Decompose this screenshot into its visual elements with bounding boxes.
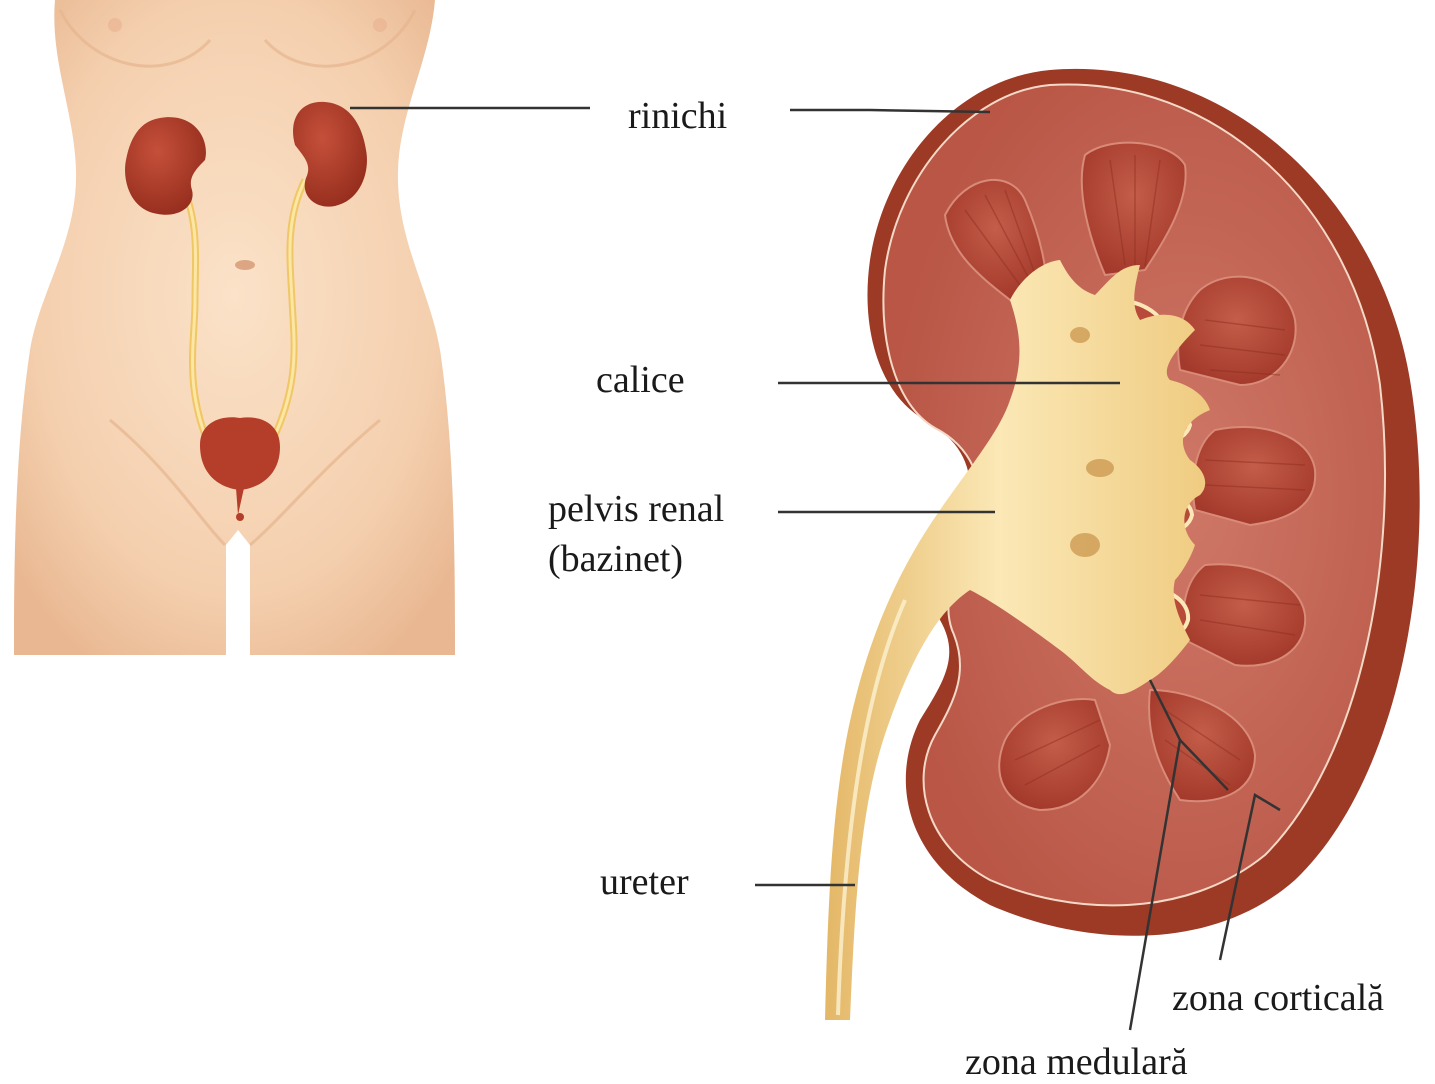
- label-zona-medulara: zona medulară: [965, 1040, 1188, 1084]
- label-pelvis-renal: pelvis renal: [548, 487, 724, 531]
- kidney-cross-section: [825, 69, 1420, 1020]
- label-bazinet: (bazinet): [548, 537, 683, 581]
- label-ureter: ureter: [600, 860, 689, 904]
- navel: [235, 260, 255, 270]
- label-rinichi: rinichi: [628, 94, 727, 138]
- torso-body: [14, 0, 455, 655]
- torso-illustration: [14, 0, 455, 655]
- label-zona-corticala: zona corticală: [1172, 976, 1384, 1020]
- label-calice: calice: [596, 358, 685, 402]
- leader-rinichi-right: [790, 110, 990, 112]
